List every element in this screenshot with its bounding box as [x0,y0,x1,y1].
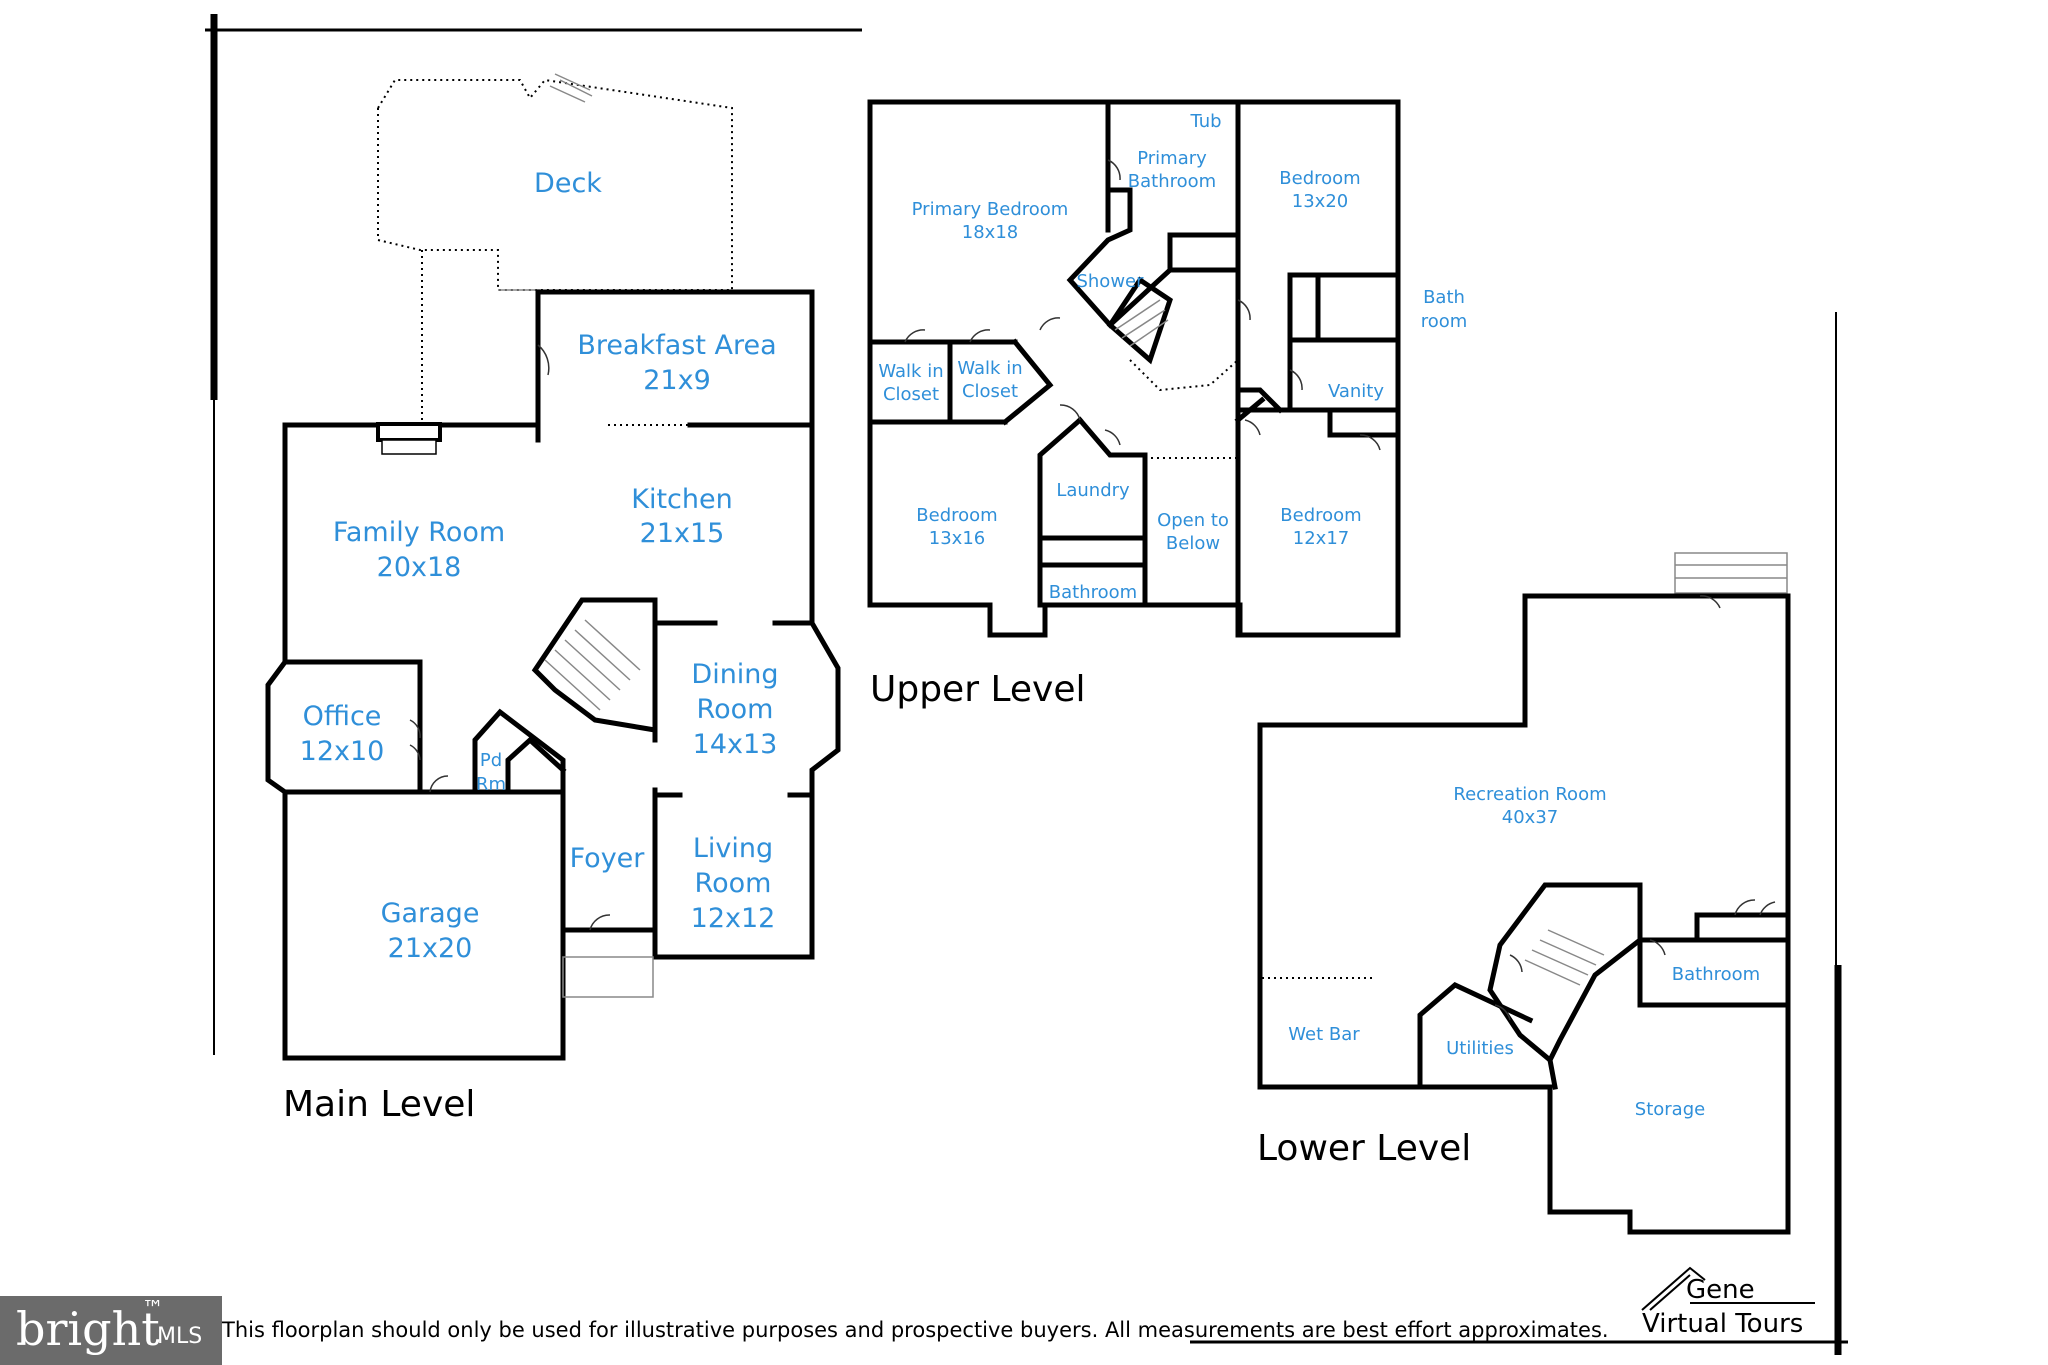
powder-room-label-line1: Pd [480,750,502,771]
bedroom-3-label: Bedroom [1280,505,1361,526]
storage-label: Storage [1635,1099,1705,1120]
vanity-label: Vanity [1328,381,1384,402]
kitchen-size: 21x15 [640,518,725,549]
primary-bathroom-label-line1: Primary [1137,148,1207,169]
gene-logo-line1: Gene [1686,1275,1755,1305]
garage-size: 21x20 [388,933,473,964]
frame-lines [205,14,1848,1355]
bathroom-label-line1: Bath [1423,287,1465,308]
living-room-label-line2: Room [695,868,772,899]
lower-outer-wall [1257,593,1791,1235]
tub-label: Tub [1189,111,1221,132]
lower-level-title: Lower Level [1257,1128,1471,1169]
deck-stairs [549,73,593,103]
walk-in-closet-2-label-line1: Walk in [957,358,1022,379]
gene-virtual-tours-logo: Gene Virtual Tours [1641,1266,1815,1339]
office-size: 12x10 [300,736,385,767]
bedroom-3-size: 12x17 [1293,528,1349,549]
breakfast-area-label: Breakfast Area [577,330,776,361]
deck-label: Deck [534,168,602,199]
bedroom-1-label: Bedroom [1279,168,1360,189]
powder-room-label-line2: Rm [476,774,506,795]
foyer-label: Foyer [570,843,646,874]
recreation-room-size: 40x37 [1502,807,1558,828]
laundry-label: Laundry [1056,480,1130,501]
garage-label: Garage [381,898,480,929]
deck-outline [377,78,733,291]
logo-mls-text: MLS [157,1324,202,1349]
living-room-label-line1: Living [693,833,773,864]
walk-in-closet-2-label-line2: Closet [962,381,1018,402]
lower-level-labels: Recreation Room 40x37 Bathroom Wet Bar U… [1288,784,1760,1120]
bright-mls-logo: bright ™ MLS [0,1296,222,1365]
main-stair-outline [531,597,658,733]
lower-level-plan [1257,552,1791,1235]
recreation-room-label: Recreation Room [1453,784,1606,805]
open-to-below-label-line2: Below [1166,533,1220,554]
front-porch [562,956,654,998]
disclaimer-text: This floorplan should only be used for i… [221,1318,1609,1342]
utilities-label: Utilities [1446,1038,1514,1059]
primary-bedroom-size: 18x18 [962,222,1018,243]
fireplace [376,422,442,442]
primary-bathroom-label-line2: Bathroom [1128,171,1216,192]
dining-room-size: 14x13 [693,729,778,760]
lower-bathroom-label: Bathroom [1672,964,1760,985]
bathroom-label-line2: room [1421,311,1468,332]
shower-label: Shower [1076,271,1144,292]
main-level-labels: Deck Breakfast Area 21x9 Kitchen 21x15 F… [300,168,779,964]
family-room-size: 20x18 [377,552,462,583]
bedroom-1-size: 13x20 [1292,191,1348,212]
bedroom-2-label: Bedroom [916,505,997,526]
breakfast-area-size: 21x9 [643,365,711,396]
upper-level-labels: Tub Primary Bathroom Primary Bedroom 18x… [878,111,1467,603]
lower-stair-outline [1487,882,1643,1064]
wet-bar-label: Wet Bar [1288,1024,1360,1045]
upper-level-title: Upper Level [870,669,1085,710]
kitchen-label: Kitchen [631,484,732,515]
lower-stair-landing [1674,552,1788,594]
logo-main-text: bright [16,1302,160,1356]
dining-room-label-line2: Room [697,694,774,725]
open-to-below-label-line1: Open to [1157,510,1229,531]
upper-stair-outline [1106,276,1173,365]
bedroom-2-size: 13x16 [929,528,985,549]
logo-trademark: ™ [142,1297,164,1322]
main-level-title: Main Level [283,1084,475,1125]
primary-bedroom-label: Primary Bedroom [912,199,1069,220]
main-level-plan [265,73,841,1061]
gene-logo-line2: Virtual Tours [1642,1309,1803,1339]
upper-outer-wall [867,99,1401,638]
upper-bathroom-label: Bathroom [1049,582,1137,603]
walk-in-closet-1-label-line1: Walk in [878,361,943,382]
family-room-label: Family Room [333,517,505,548]
office-label: Office [303,701,382,732]
upper-level-plan [867,99,1401,638]
house-roof-icon [1641,1266,1706,1311]
dining-room-label-line1: Dining [691,659,778,690]
walk-in-closet-1-label-line2: Closet [883,384,939,405]
living-room-size: 12x12 [691,903,776,934]
